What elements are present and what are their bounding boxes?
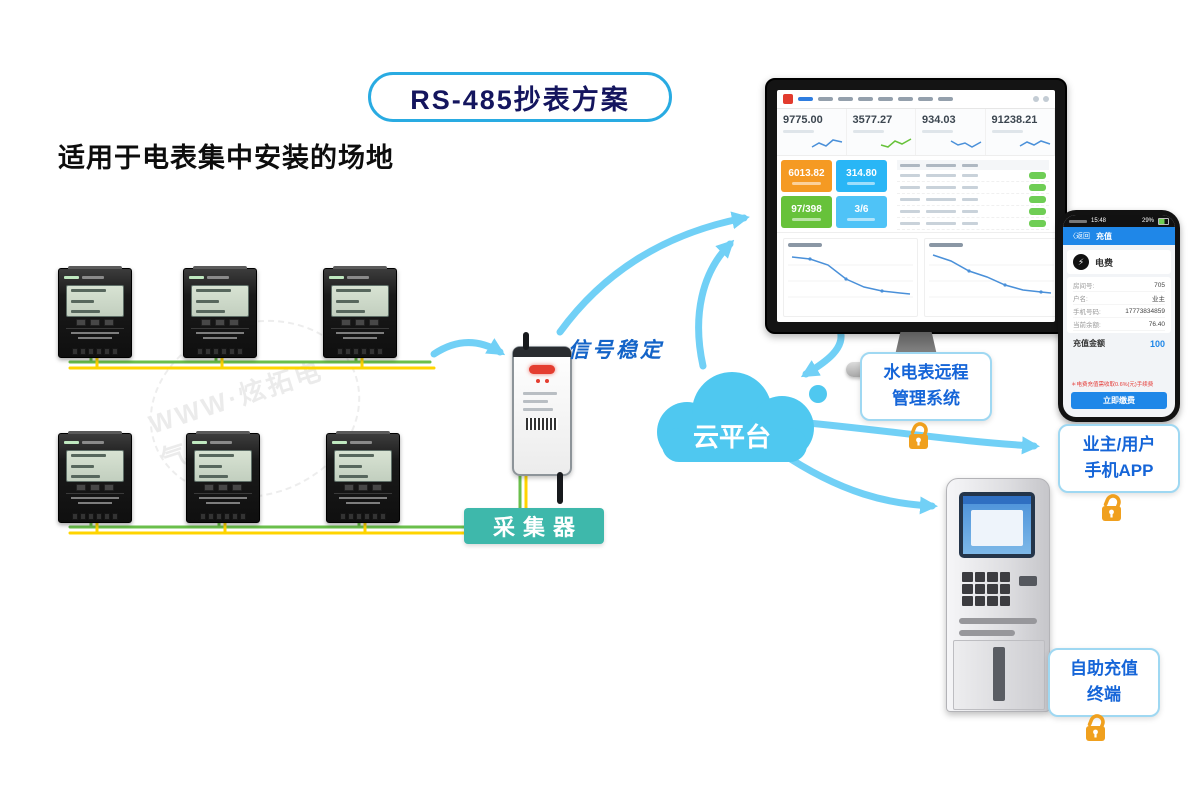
field-row: 房间号:705 <box>1073 279 1165 292</box>
amount-label: 充值金额 <box>1073 339 1105 348</box>
app-screen: 15:48 29% 〈返回 充值 ⚡ 电费 房间号:705 户名:业主 <box>1063 215 1175 417</box>
dashboard-navbar <box>777 90 1055 109</box>
trend-chart <box>924 238 1055 317</box>
status-badge <box>1029 220 1046 227</box>
meter-terminals <box>59 348 131 355</box>
status-badge <box>1029 196 1046 203</box>
kiosk-keypad <box>962 572 1010 606</box>
cash-slot <box>959 630 1015 636</box>
line-chart <box>788 256 913 298</box>
fee-note: ＊电费充值需收取0.6%(元)手续费 <box>1071 382 1154 388</box>
kiosk-base <box>953 640 1045 710</box>
electricity-icon: ⚡ <box>1073 254 1089 270</box>
trend-chart <box>783 238 918 317</box>
status-led <box>529 365 555 374</box>
data-collector-device <box>512 332 572 504</box>
mobile-phone: 15:48 29% 〈返回 充值 ⚡ 电费 房间号:705 户名:业主 <box>1058 210 1180 422</box>
title-badge: RS-485抄表方案 <box>368 72 672 122</box>
table-row <box>896 206 1049 218</box>
signal-stable-label: 信号稳定 <box>568 339 664 362</box>
summary-card: 97/398 <box>781 196 832 228</box>
summary-cards: 6013.82 314.80 97/398 3/6 <box>777 156 891 232</box>
status-badge <box>1029 184 1046 191</box>
sparkline-chart <box>811 139 842 148</box>
app-label: 业主/用户 手机APP <box>1058 424 1180 493</box>
energy-meter <box>58 431 132 523</box>
open-padlock-icon <box>1086 714 1105 741</box>
summary-card: 314.80 <box>835 160 887 192</box>
energy-meter <box>58 266 132 358</box>
subtitle: 适用于电表集中安装的场地 <box>58 143 394 173</box>
sparkline-chart <box>1019 140 1051 147</box>
table-row <box>896 170 1049 182</box>
data-table <box>891 156 1055 232</box>
battery-icon <box>1158 217 1169 225</box>
stat-card: 3577.27 <box>847 109 916 155</box>
table-row <box>896 218 1049 230</box>
pay-button[interactable]: 立即缴费 <box>1071 392 1167 409</box>
antenna-icon <box>523 332 529 350</box>
meter-buttons <box>59 319 131 326</box>
barcode <box>526 418 558 430</box>
stat-card: 934.03 <box>916 109 986 155</box>
field-row: 当前余额:76.40 <box>1073 318 1165 331</box>
stat-card: 91238.21 <box>986 109 1055 155</box>
cloud-platform: 云平台 <box>632 360 832 475</box>
receipt-slot <box>959 618 1037 624</box>
status-badge <box>1029 208 1046 215</box>
dashboard-screen: 9775.00 3577.27 934.03 91238.21 <box>777 90 1055 322</box>
status-time: 15:48 <box>1091 218 1107 224</box>
line-chart <box>929 254 1054 298</box>
navbar-icons <box>1033 96 1049 102</box>
title-text: RS-485抄表方案 <box>410 84 630 115</box>
open-padlock-icon <box>1102 494 1121 521</box>
cloud-label: 云平台 <box>693 422 771 452</box>
carrier-label <box>1069 219 1087 223</box>
recharge-kiosk <box>946 478 1050 712</box>
fee-item-label: 电费 <box>1095 257 1114 268</box>
phone-status-bar: 15:48 29% <box>1063 215 1175 227</box>
energy-meter <box>326 431 400 523</box>
app-title: 充值 <box>1096 231 1112 241</box>
table-row <box>896 182 1049 194</box>
amount-value[interactable]: 100 <box>1149 338 1165 349</box>
stat-card: 9775.00 <box>777 109 847 155</box>
energy-meter <box>323 266 397 358</box>
field-row: 手机号码:17773834859 <box>1073 305 1165 318</box>
app-header: 〈返回 充值 <box>1063 227 1175 245</box>
stats-row: 9775.00 3577.27 934.03 91238.21 <box>777 109 1055 156</box>
kiosk-label: 自助充值 终端 <box>1048 648 1160 717</box>
energy-meter <box>183 266 257 358</box>
sparkline-chart <box>950 140 981 148</box>
system-label: 水电表远程 管理系统 <box>860 352 992 421</box>
account-fields: 房间号:705 户名:业主 手机号码:17773834859 当前余额:76.4… <box>1067 277 1171 333</box>
management-monitor: 9775.00 3577.27 934.03 91238.21 <box>765 78 1067 334</box>
field-row: 户名:业主 <box>1073 292 1165 305</box>
open-padlock-icon <box>909 422 928 449</box>
table-row <box>896 194 1049 206</box>
status-badge <box>1029 172 1046 179</box>
back-button[interactable]: 〈返回 <box>1069 233 1090 240</box>
meter-brand <box>59 269 131 282</box>
summary-card: 3/6 <box>835 196 887 228</box>
amount-row: 充值金额 100 <box>1063 333 1175 349</box>
meter-lcd <box>66 285 124 317</box>
dashboard-logo <box>783 94 793 104</box>
card-slot <box>1019 576 1037 586</box>
fee-item[interactable]: ⚡ 电费 <box>1067 250 1171 274</box>
antenna-icon <box>557 472 563 504</box>
meter-label <box>66 328 124 339</box>
energy-meter <box>186 431 260 523</box>
collector-label: 采集器 <box>464 508 604 544</box>
sparkline-chart <box>880 138 912 148</box>
kiosk-screen <box>959 492 1035 558</box>
battery-percent: 29% <box>1141 218 1154 224</box>
summary-card: 6013.82 <box>781 160 832 192</box>
